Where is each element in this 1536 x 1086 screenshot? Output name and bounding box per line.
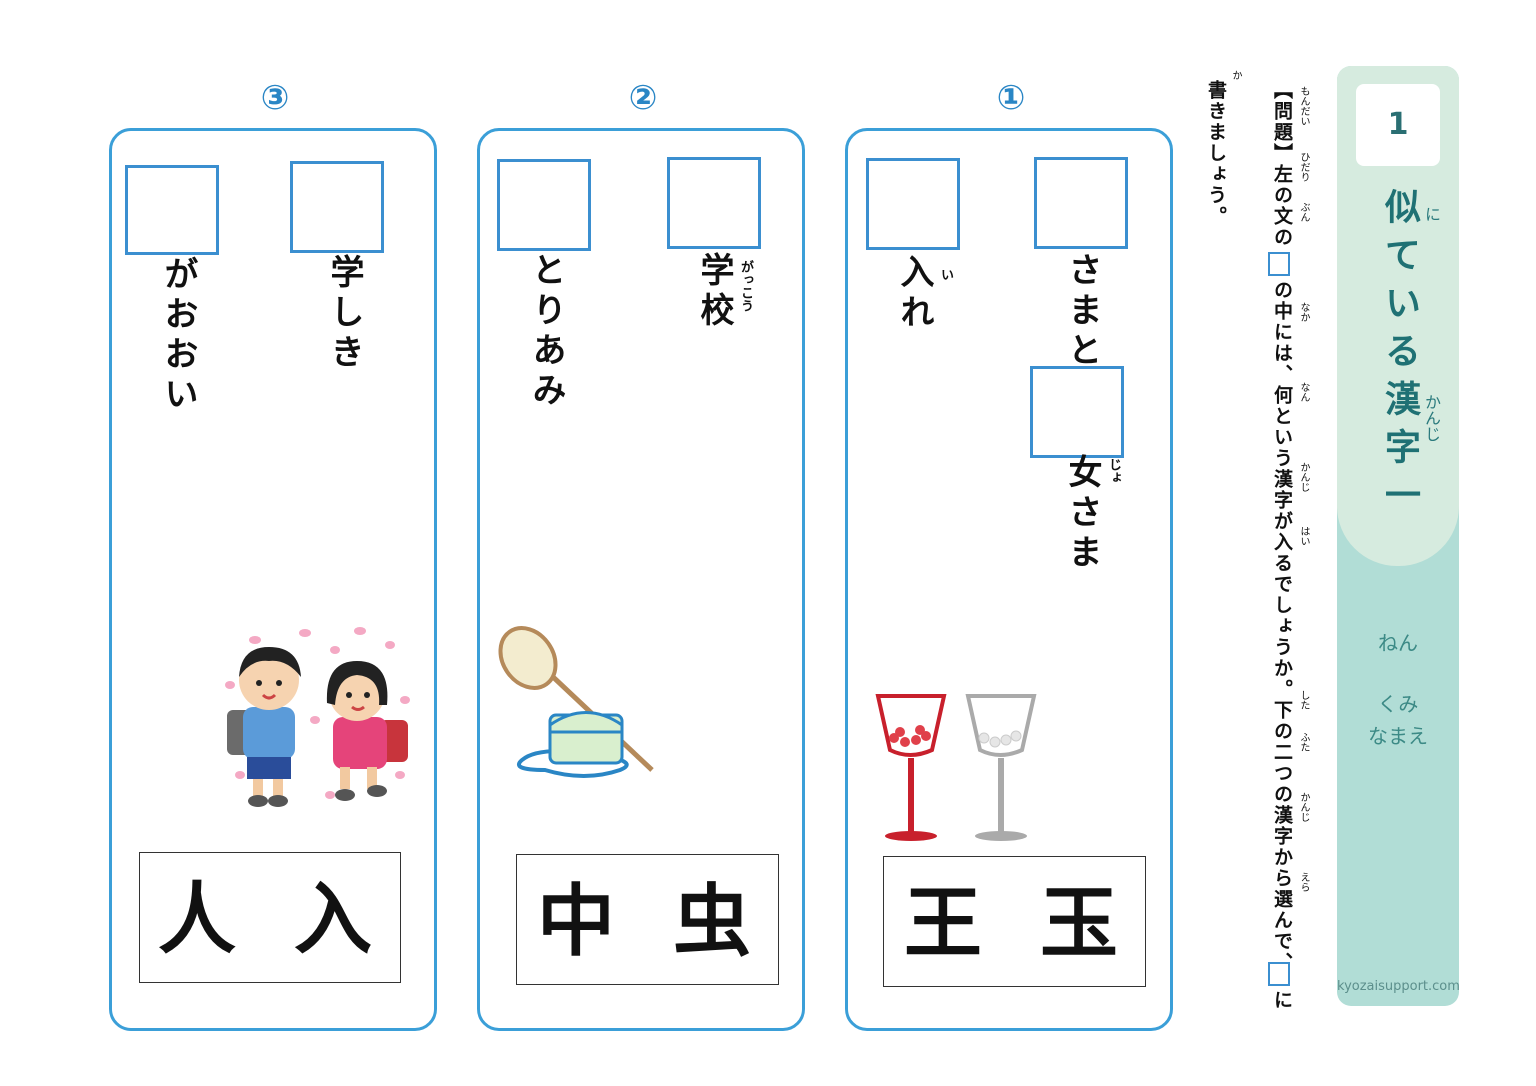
problem-1-word-a: さまと xyxy=(1062,252,1102,372)
instruction-line1a: 【問題】左の文の xyxy=(1271,80,1293,248)
class-label: くみ xyxy=(1377,692,1419,716)
ruby-mondai: もんだい xyxy=(1298,86,1309,126)
answer-box-1c[interactable] xyxy=(866,158,960,250)
choice-2-2[interactable]: 虫 xyxy=(673,877,752,967)
problem-3-word-b: がおおい xyxy=(158,256,198,416)
ruby-hidari: ひだり xyxy=(1298,152,1309,182)
problem-3-word-a: 学しき xyxy=(324,254,364,374)
problem-2-choices: 中 虫 xyxy=(516,854,779,985)
problem-1-word-c: 入れ xyxy=(894,254,934,334)
problem-1-choices: 王 玉 xyxy=(883,856,1146,987)
problem-2-word-a: 学校 xyxy=(694,252,734,332)
problem-2-number: ② xyxy=(628,78,658,118)
answer-box-1b[interactable] xyxy=(1030,366,1124,458)
ruby-bun: ぶん xyxy=(1298,202,1309,222)
problem-1-ruby-c: い xyxy=(938,268,953,281)
title-ruby-ni: に xyxy=(1422,206,1441,222)
problem-2-panel xyxy=(477,128,805,1031)
name-label: なまえ xyxy=(1368,724,1428,748)
answer-box-3b[interactable] xyxy=(125,165,219,255)
problem-1-word-b: 女さま xyxy=(1062,454,1102,574)
ruby-hai: はい xyxy=(1298,526,1309,546)
choice-1-2[interactable]: 玉 xyxy=(1040,879,1119,969)
problem-2-word-b: とりあみ xyxy=(526,252,566,412)
title-strip: 1 似ている漢字一 に かんじ ねん くみ なまえ kyozaisupport.… xyxy=(1337,66,1459,1006)
ruby-kanji: かんじ xyxy=(1298,462,1309,492)
ruby-ka: か xyxy=(1230,70,1241,80)
ruby-nan: なん xyxy=(1298,382,1309,402)
choice-1-1[interactable]: 王 xyxy=(904,879,983,969)
problem-3-choices: 人 入 xyxy=(139,852,401,983)
ruby-era: えら xyxy=(1298,872,1309,892)
instruction-line2: 書きましょう。 xyxy=(1205,80,1227,227)
year-label: ねん xyxy=(1378,631,1418,655)
choice-3-1[interactable]: 人 xyxy=(158,875,237,965)
problem-3-number: ③ xyxy=(260,78,290,118)
sheet-number: 1 xyxy=(1356,84,1440,166)
answer-box-3a[interactable] xyxy=(290,161,384,253)
problem-3-panel xyxy=(109,128,437,1031)
choice-3-2[interactable]: 入 xyxy=(294,875,373,965)
choice-2-1[interactable]: 中 xyxy=(537,877,616,967)
instruction-line1c: に xyxy=(1271,990,1293,1011)
instruction-box-icon-2 xyxy=(1268,962,1290,986)
title-ruby-kanji: かんじ xyxy=(1422,394,1441,442)
ruby-shita: した xyxy=(1298,690,1309,710)
answer-box-1a[interactable] xyxy=(1034,157,1128,249)
answer-box-2b[interactable] xyxy=(497,159,591,251)
site-url: kyozaisupport.com xyxy=(1337,979,1459,994)
problem-1-number: ① xyxy=(996,78,1026,118)
ball-basket-illustration xyxy=(875,694,1037,841)
answer-box-2a[interactable] xyxy=(667,157,761,249)
ruby-naka: なか xyxy=(1298,302,1309,322)
instruction-line1b: の中には、何という漢字が入るでしょうか。下の二つの漢字から選んで、 xyxy=(1271,280,1293,973)
ruby-futa: ふた xyxy=(1298,732,1309,752)
ruby-kanji2: かんじ xyxy=(1298,792,1309,822)
problem-1-panel xyxy=(845,128,1173,1031)
problem-2-ruby-a: がっこう xyxy=(738,260,753,312)
problem-1-ruby-b: じょ xyxy=(1106,458,1121,484)
school-children-illustration xyxy=(225,627,410,807)
bug-net-illustration xyxy=(498,626,654,778)
instruction-box-icon-1 xyxy=(1268,252,1290,276)
page-title: 似ている漢字一 xyxy=(1379,188,1420,524)
